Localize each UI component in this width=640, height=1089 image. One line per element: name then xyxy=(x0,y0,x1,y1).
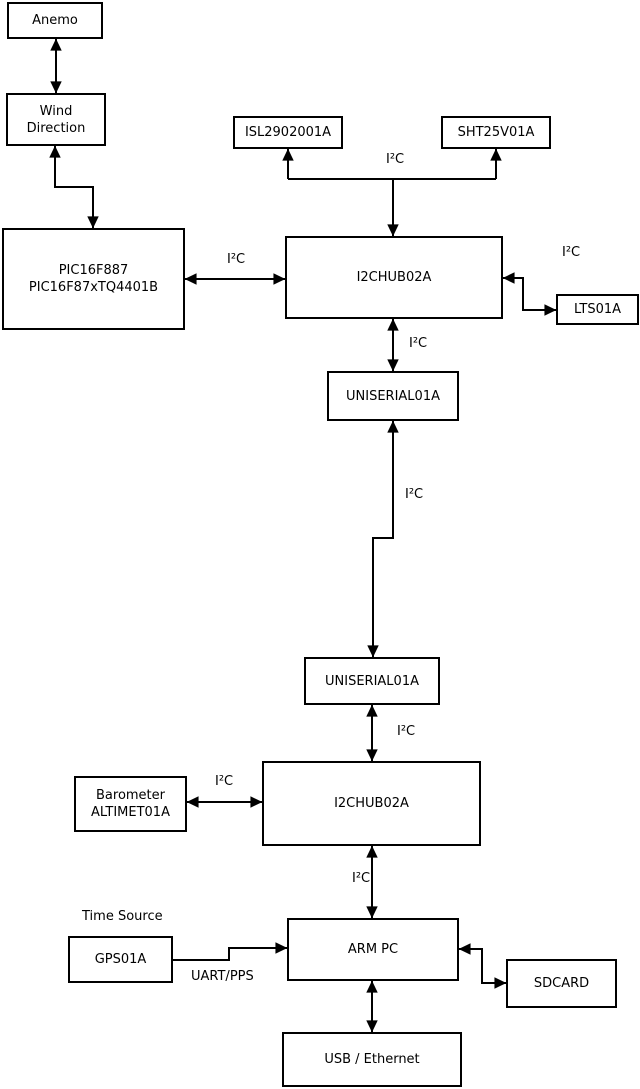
label-time-source: Time Source xyxy=(82,909,163,924)
node-isl2902001a-label: ISL2902001A xyxy=(244,125,332,140)
node-i2chub02a-top-label: I2CHUB02A xyxy=(356,270,432,285)
node-uniserial01a-top: UNISERIAL01A xyxy=(327,371,459,421)
node-sht25v01a-label: SHT25V01A xyxy=(457,125,535,140)
node-i2chub02a-bottom: I2CHUB02A xyxy=(262,761,481,846)
node-lts01a-label: LTS01A xyxy=(573,302,622,317)
edge-uniserial-uniserial xyxy=(367,420,399,658)
node-i2chub02a-top: I2CHUB02A xyxy=(285,236,503,319)
node-lts01a: LTS01A xyxy=(556,294,639,325)
edge-wind-pic xyxy=(49,145,99,229)
node-wind-direction-label: Wind Direction xyxy=(26,103,86,136)
node-arm-pc-label: ARM PC xyxy=(347,942,399,957)
node-anemo: Anemo xyxy=(7,2,103,39)
node-uniserial01a-bottom: UNISERIAL01A xyxy=(304,657,440,705)
node-sht25v01a: SHT25V01A xyxy=(441,116,551,149)
edge-arm-sdcard xyxy=(458,943,507,989)
node-sdcard: SDCARD xyxy=(506,959,617,1008)
node-usb-ethernet: USB / Ethernet xyxy=(282,1032,462,1087)
node-i2chub02a-bottom-label: I2CHUB02A xyxy=(334,796,409,811)
edge-label-i2c-uniserial-hub2: I²C xyxy=(397,724,416,739)
node-gps01a: GPS01A xyxy=(68,936,173,983)
node-arm-pc: ARM PC xyxy=(287,918,459,981)
edge-label-i2c-barometer: I²C xyxy=(215,774,234,789)
node-anemo-label: Anemo xyxy=(32,13,78,28)
edge-label-i2c-sensors: I²C xyxy=(386,152,405,167)
edge-label-i2c-uniserial-link: I²C xyxy=(405,487,424,502)
edge-label-i2c-hub-uniserial: I²C xyxy=(409,336,428,351)
node-pic16f887: PIC16F887 PIC16F87xTQ4401B xyxy=(2,228,185,330)
node-uniserial01a-bottom-label: UNISERIAL01A xyxy=(325,673,419,689)
edge-label-uart-pps: UART/PPS xyxy=(191,969,254,984)
node-sdcard-label: SDCARD xyxy=(533,976,590,991)
edge-label-i2c-hub-lts: I²C xyxy=(562,245,581,260)
node-isl2902001a: ISL2902001A xyxy=(233,116,343,149)
edge-i2chub-top-lts xyxy=(502,272,557,316)
node-wind-direction: Wind Direction xyxy=(6,93,106,146)
edge-gps-arm xyxy=(173,942,288,961)
edge-label-i2c-hub2-arm: I²C xyxy=(352,871,371,886)
edge-label-i2c-pic-hub: I²C xyxy=(227,252,246,267)
node-pic16f887-label: PIC16F887 PIC16F87xTQ4401B xyxy=(28,263,159,295)
node-barometer-altimet01a: Barometer ALTIMET01A xyxy=(74,776,187,832)
node-gps01a-label: GPS01A xyxy=(94,952,147,967)
node-usb-ethernet-label: USB / Ethernet xyxy=(324,1052,420,1067)
node-uniserial01a-top-label: UNISERIAL01A xyxy=(346,388,440,404)
node-barometer-altimet01a-label: Barometer ALTIMET01A xyxy=(91,788,170,820)
